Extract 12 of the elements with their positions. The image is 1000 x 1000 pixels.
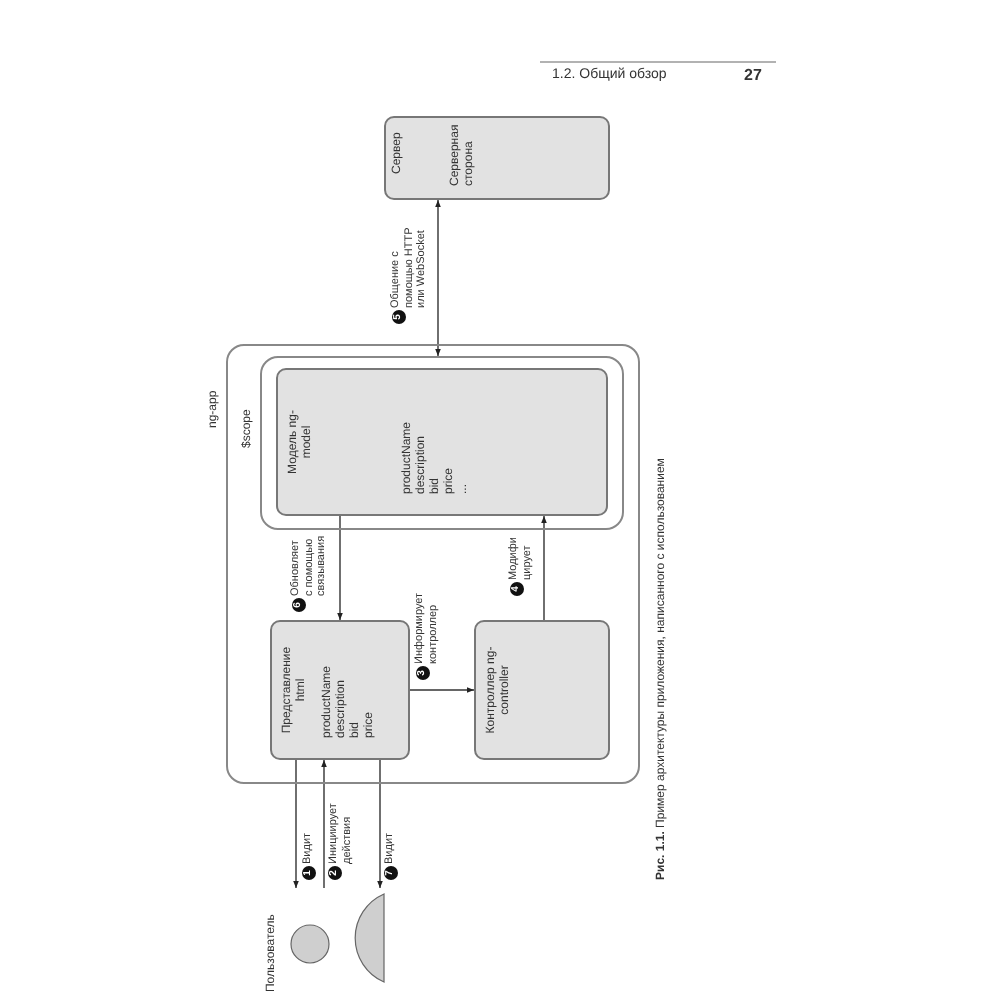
view-box	[270, 620, 410, 760]
server-box	[384, 116, 610, 200]
controller-box	[474, 620, 610, 760]
arrow	[435, 199, 441, 357]
page-number: 27	[744, 66, 762, 84]
arrow	[409, 687, 475, 693]
model-box	[276, 368, 608, 516]
arrow	[541, 515, 547, 621]
arrow	[293, 759, 299, 889]
arrow	[377, 759, 383, 889]
arrow	[321, 759, 327, 889]
arrow	[337, 515, 343, 621]
